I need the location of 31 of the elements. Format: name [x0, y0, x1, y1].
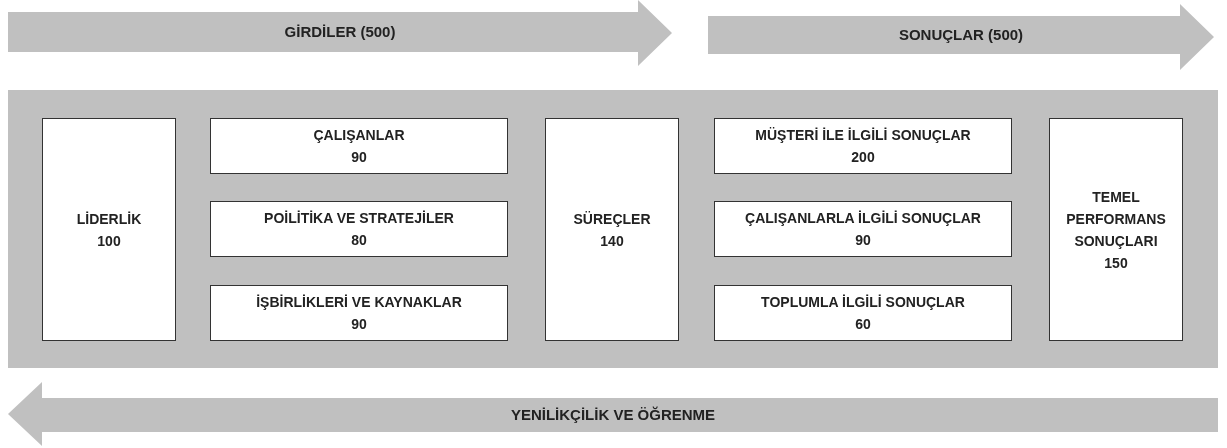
category-title: ÇALIŞANLAR: [313, 126, 405, 145]
score-value: 80: [351, 231, 367, 250]
category-title: İŞBİRLİKLERİ VE KAYNAKLAR: [256, 293, 462, 312]
category-box: [210, 118, 508, 174]
banner-label: YENİLİKÇİLİK VE ÖĞRENME: [509, 406, 717, 423]
category-box: [42, 118, 176, 341]
banner-label: SONUÇLAR (500): [897, 26, 1025, 43]
panel-background: [8, 90, 1218, 368]
category-box: [714, 201, 1012, 257]
category-box: [1049, 118, 1183, 341]
score-value: 90: [351, 315, 367, 334]
category-title: LİDERLİK: [76, 209, 142, 229]
score-value: 200: [851, 148, 875, 167]
score-value: 60: [855, 315, 871, 334]
category-title: TEMEL PERFORMANS SONUÇLARI: [1065, 187, 1167, 251]
category-title: POİLİTİKA VE STRATEJİLER: [264, 209, 454, 228]
score-value: 150: [1104, 253, 1128, 273]
category-title: TOPLUMLA İLGİLİ SONUÇLAR: [761, 293, 965, 312]
score-value: 100: [97, 231, 121, 251]
category-box: [210, 285, 508, 341]
category-box: [210, 201, 508, 257]
banner-label: GİRDİLER (500): [283, 23, 397, 40]
category-title: ÇALIŞANLARLA İLGİLİ SONUÇLAR: [745, 209, 981, 228]
category-title: MÜŞTERİ İLE İLGİLİ SONUÇLAR: [755, 126, 971, 145]
category-box: [714, 118, 1012, 174]
score-value: 90: [855, 231, 871, 250]
score-value: 90: [351, 148, 367, 167]
score-value: 140: [600, 231, 624, 251]
category-box: [714, 285, 1012, 341]
category-box: [545, 118, 679, 341]
category-title: SÜREÇLER: [573, 209, 651, 229]
